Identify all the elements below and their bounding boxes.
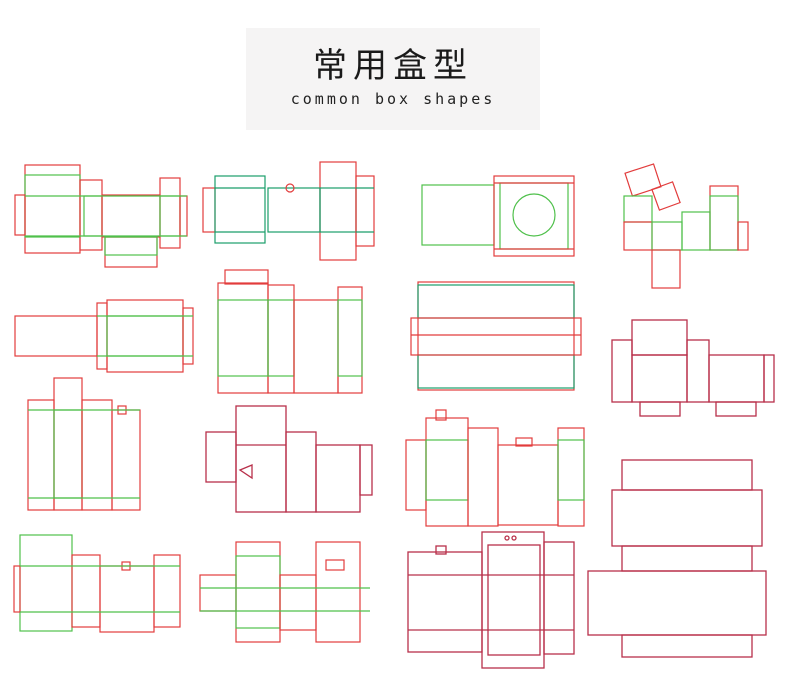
dieline-9: [27, 377, 141, 511]
dieline-10: [205, 405, 373, 513]
page-title: 常用盒型: [313, 46, 473, 86]
dieline-1: [14, 164, 188, 268]
dieline-2: [202, 161, 375, 261]
dieline-3: [421, 175, 575, 257]
dieline-12: [587, 459, 767, 658]
page-subtitle: common box shapes: [290, 90, 496, 108]
dieline-15: [407, 531, 575, 669]
dieline-11: [405, 409, 585, 527]
dieline-5: [14, 299, 194, 373]
dieline-4: [623, 163, 749, 289]
dieline-14: [199, 541, 370, 643]
dieline-6: [217, 269, 363, 394]
dieline-13: [13, 534, 181, 633]
dieline-8: [611, 319, 775, 417]
dieline-7: [410, 281, 582, 391]
title-card: 常用盒型 common box shapes: [246, 28, 540, 130]
